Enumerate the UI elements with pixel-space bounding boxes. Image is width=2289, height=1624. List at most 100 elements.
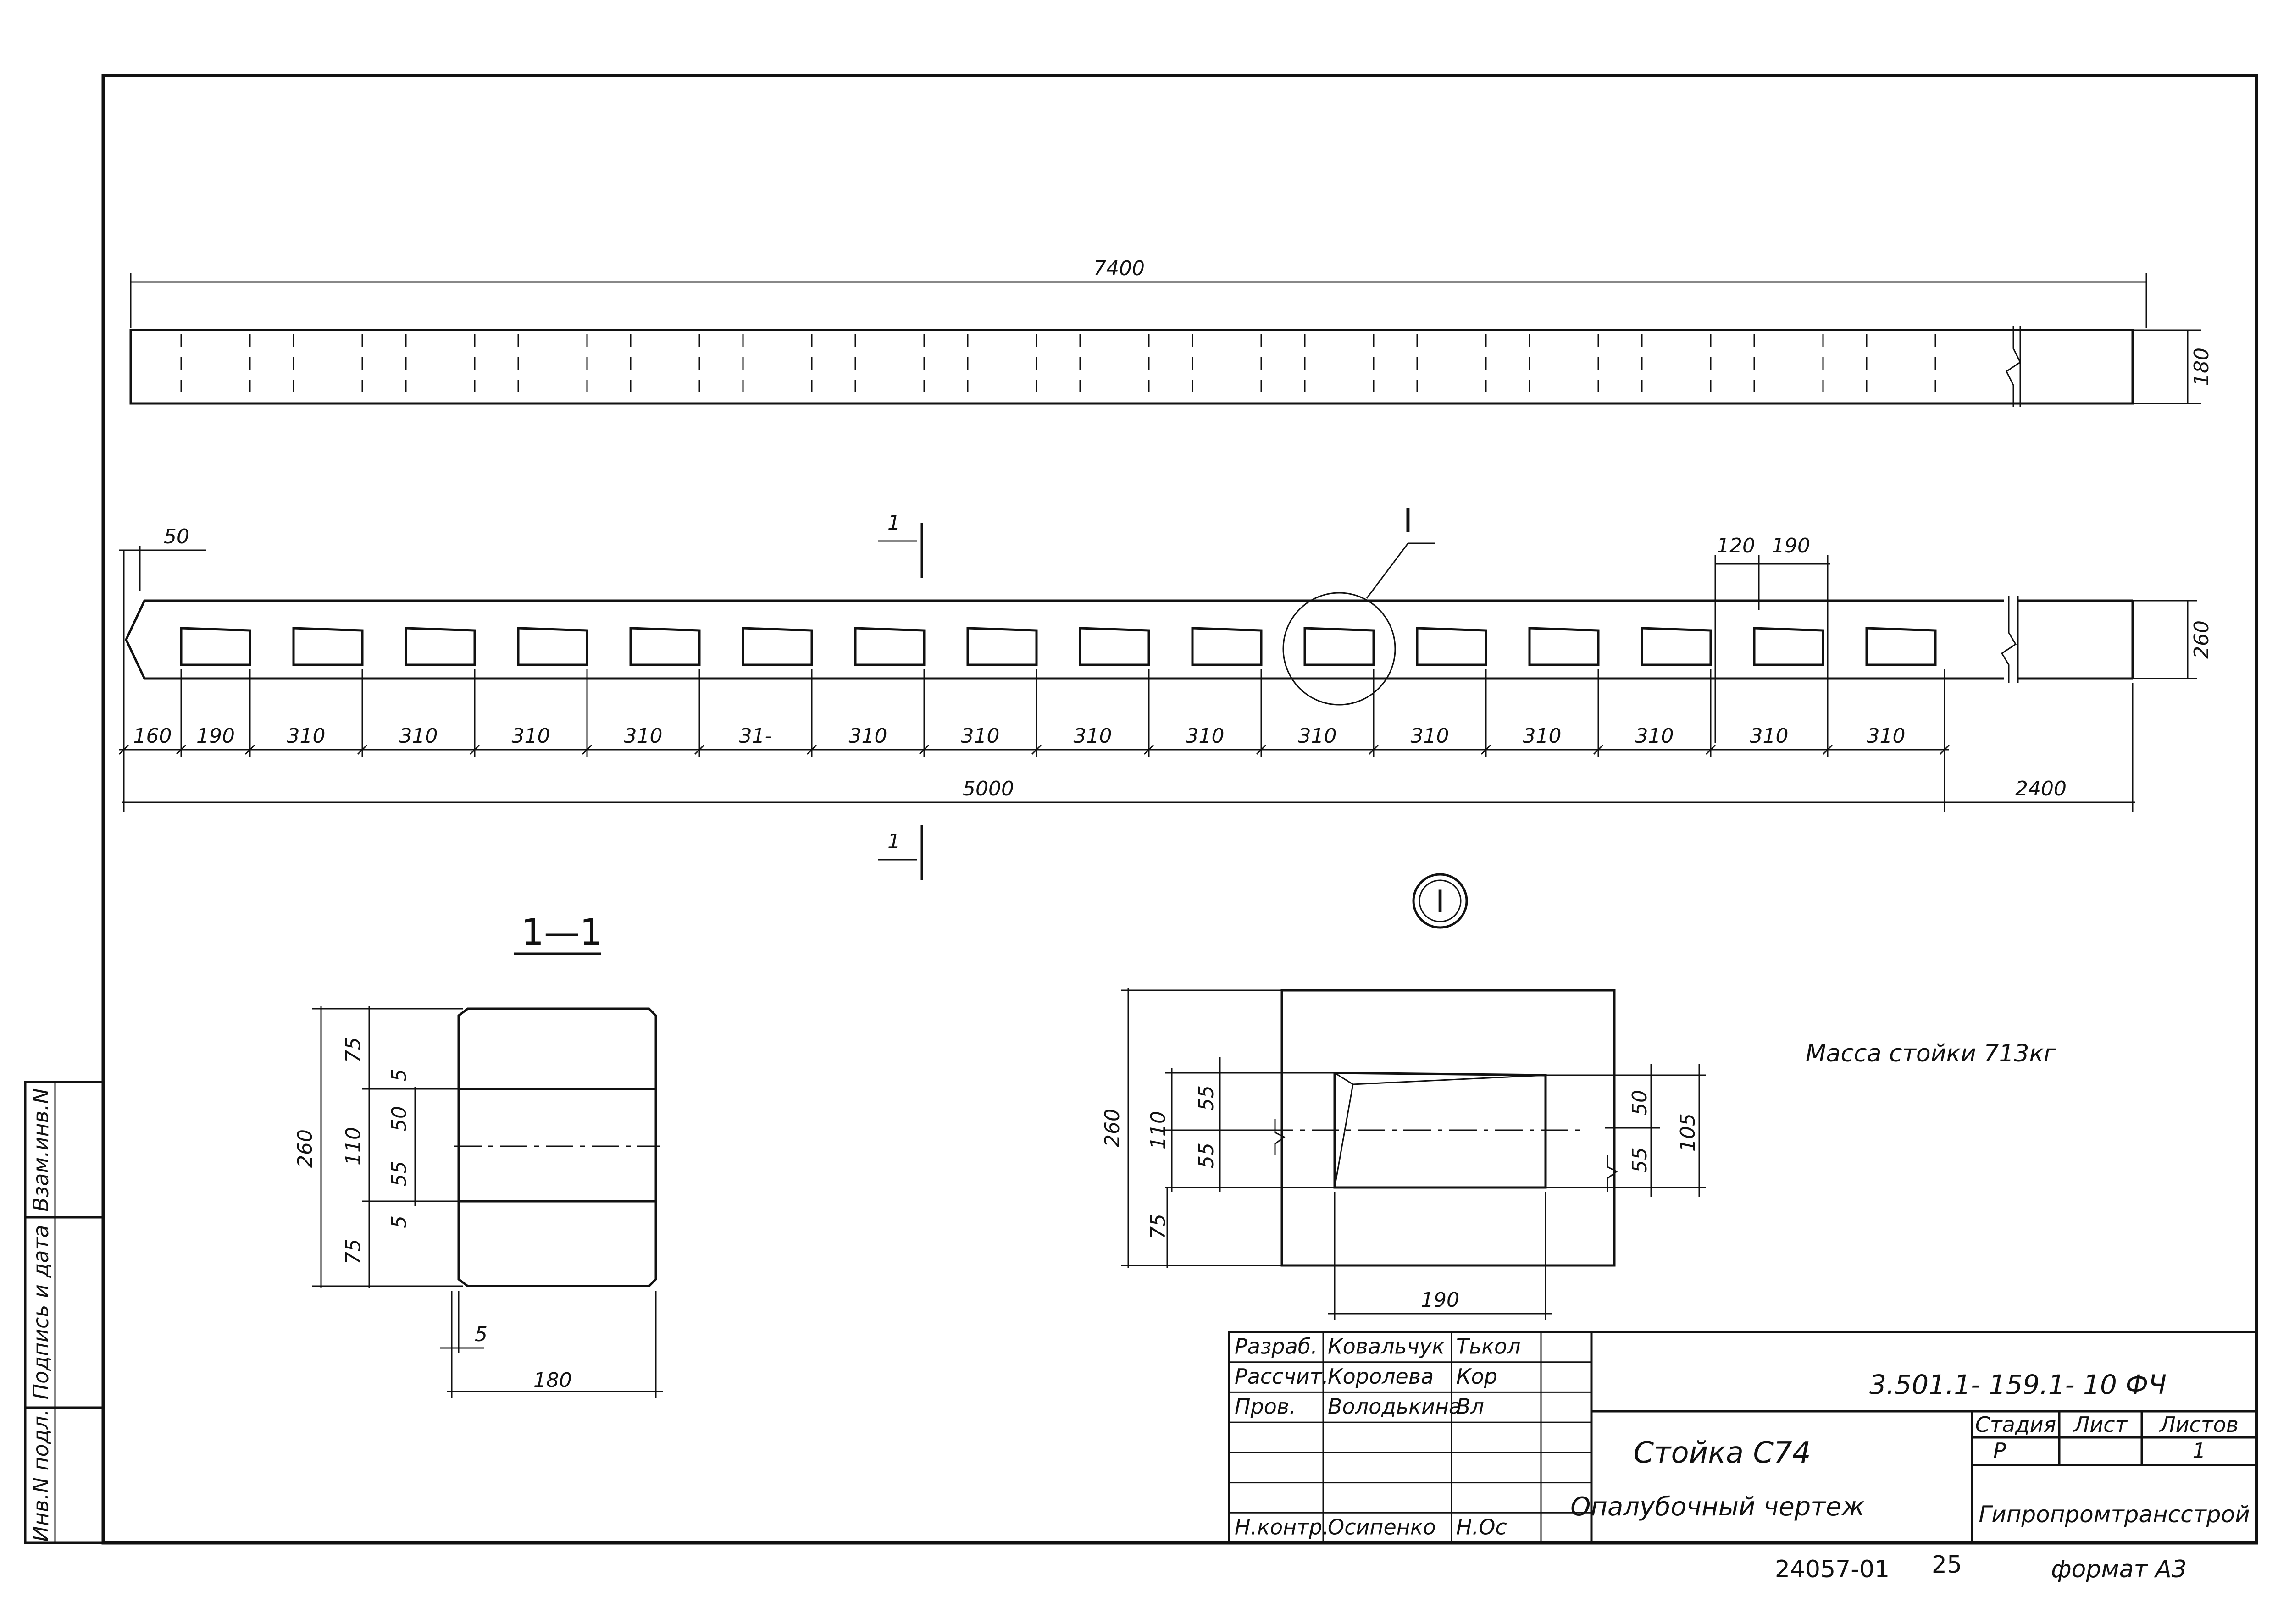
hole-opening bbox=[405, 627, 476, 666]
dimension-tick bbox=[1705, 744, 1716, 755]
svg-text:1: 1 bbox=[887, 511, 900, 535]
detail-bottom-label: 75 bbox=[1147, 1214, 1170, 1239]
section-half-a-label: 50 bbox=[388, 1106, 411, 1132]
section-chamfer-label: 5 bbox=[475, 1323, 488, 1346]
spacing-label: 310 bbox=[1298, 724, 1337, 748]
spacing-label: 310 bbox=[1411, 724, 1449, 748]
spacing-label: 310 bbox=[287, 724, 326, 748]
section-cut-top-label: 5 bbox=[388, 1069, 411, 1082]
hole-opening bbox=[1416, 627, 1487, 666]
dimension-tick bbox=[357, 744, 368, 755]
signature-name: Володькина bbox=[1328, 1394, 1462, 1419]
signature-role: Пров. bbox=[1235, 1394, 1296, 1419]
dimension-tick bbox=[1822, 744, 1833, 755]
section-middle-label: 110 bbox=[342, 1127, 365, 1166]
beam-height-label: 180 bbox=[2190, 348, 2213, 386]
stage-header: Стадия bbox=[1975, 1412, 2056, 1437]
dimension-tick bbox=[1480, 744, 1491, 755]
page-number: 25 bbox=[1932, 1551, 1962, 1579]
spacing-label: 190 bbox=[196, 724, 235, 748]
dimension-tick bbox=[1256, 744, 1267, 755]
detail-width-label: 190 bbox=[1421, 1288, 1459, 1312]
section-width-label: 180 bbox=[533, 1369, 572, 1392]
spacing-label: 310 bbox=[512, 724, 550, 748]
dimension-tick bbox=[919, 744, 930, 755]
hole-opening bbox=[966, 627, 1038, 666]
dimension-tick bbox=[1143, 744, 1154, 755]
hole-opening bbox=[854, 627, 926, 666]
dimension-tick bbox=[244, 744, 255, 755]
signature-role: Н.контр. bbox=[1235, 1515, 1329, 1540]
hole-opening bbox=[1191, 627, 1263, 666]
drawing-name: Опалубочный чертеж bbox=[1570, 1492, 1864, 1522]
stage-value: Р bbox=[1993, 1438, 2006, 1463]
hole-opening bbox=[1079, 627, 1150, 666]
detail-right-b-label: 55 bbox=[1628, 1147, 1652, 1173]
detail-down-label: 55 bbox=[1195, 1143, 1218, 1168]
dimension-tick bbox=[469, 744, 480, 755]
hole-gap-label: 120 bbox=[1717, 534, 1755, 558]
hole-opening bbox=[517, 627, 588, 666]
detail-opening-label: 110 bbox=[1147, 1111, 1170, 1149]
section-title: 1—1 bbox=[521, 912, 602, 953]
signature-mark: Тькол bbox=[1456, 1334, 1521, 1359]
section-1-1: 1—1 260 75 5 110 50 55 75 5 5 180 bbox=[294, 912, 663, 1398]
detail-right-a-label: 50 bbox=[1628, 1090, 1652, 1116]
spacing-label: 310 bbox=[1750, 724, 1789, 748]
spacing-label: 310 bbox=[1867, 724, 1906, 748]
side-stamp-inv-orig: Инв.N подл. bbox=[28, 1409, 53, 1541]
section-marker-bottom: 1 bbox=[878, 825, 923, 880]
spacing-label: 310 bbox=[961, 724, 1000, 748]
plan-width-label: 260 bbox=[2190, 620, 2213, 659]
hole-opening bbox=[1641, 627, 1712, 666]
drawing-code: 3.501.1- 159.1- 10 ФЧ bbox=[1869, 1369, 2167, 1400]
signature-role: Разраб. bbox=[1235, 1334, 1318, 1359]
mass-note: Масса стойки 713кг bbox=[1806, 1040, 2056, 1067]
detail-bubble-label: I bbox=[1435, 884, 1445, 920]
spacing-label: 310 bbox=[849, 724, 887, 748]
signature-mark: Вл bbox=[1456, 1394, 1484, 1419]
tail-length-label: 2400 bbox=[2015, 777, 2067, 801]
hole-length-label: 190 bbox=[1772, 534, 1810, 558]
dimension-tick bbox=[118, 744, 129, 755]
dimension-tick bbox=[176, 744, 187, 755]
signature-role: Рассчит. bbox=[1235, 1364, 1329, 1389]
detail-i: I 260 110 55 55 75 50 55 105 190 bbox=[1101, 873, 1706, 1320]
archive-number: 24057-01 bbox=[1775, 1556, 1890, 1583]
hole-opening bbox=[629, 627, 701, 666]
detail-callout-label: I bbox=[1403, 502, 1413, 540]
hole-opening bbox=[1303, 627, 1375, 666]
dimension-tick bbox=[1593, 744, 1604, 755]
signature-name: Королева bbox=[1328, 1364, 1434, 1389]
dimension-tick bbox=[582, 744, 593, 755]
spacing-label: 310 bbox=[1186, 724, 1225, 748]
organization: Гипропромтрансстрой bbox=[1979, 1501, 2250, 1528]
side-stamp: Взам.инв.N Подпись и дата Инв.N подл. bbox=[24, 1081, 105, 1544]
spacing-label: 31- bbox=[739, 724, 772, 748]
spacing-label: 310 bbox=[624, 724, 663, 748]
dimension-tick bbox=[694, 744, 705, 755]
spacing-label: 310 bbox=[1523, 724, 1562, 748]
detail-right-total-label: 105 bbox=[1676, 1113, 1700, 1152]
detail-overall-label: 260 bbox=[1101, 1109, 1124, 1147]
signature-mark: Кор bbox=[1456, 1364, 1497, 1389]
section-half-b-label: 55 bbox=[388, 1161, 411, 1187]
hole-opening bbox=[1753, 627, 1824, 666]
overall-length-label: 7400 bbox=[1093, 257, 1145, 280]
elevation-view: 7400 180 bbox=[129, 257, 2213, 407]
product-name: Стойка С74 bbox=[1633, 1436, 1811, 1470]
sheets-value: 1 bbox=[2192, 1438, 2206, 1463]
dimension-tick bbox=[1031, 744, 1042, 755]
hole-opening bbox=[742, 627, 813, 666]
signature-name: Осипенко bbox=[1328, 1515, 1436, 1540]
section-cut-bottom-label: 5 bbox=[388, 1215, 411, 1228]
signature-mark: Н.Ос bbox=[1456, 1515, 1507, 1540]
hole-opening bbox=[180, 627, 251, 666]
spacing-label: 310 bbox=[399, 724, 438, 748]
sheet-format: формат А3 bbox=[2051, 1556, 2187, 1583]
section-top-label: 75 bbox=[342, 1037, 365, 1063]
section-overall-label: 260 bbox=[294, 1129, 317, 1168]
